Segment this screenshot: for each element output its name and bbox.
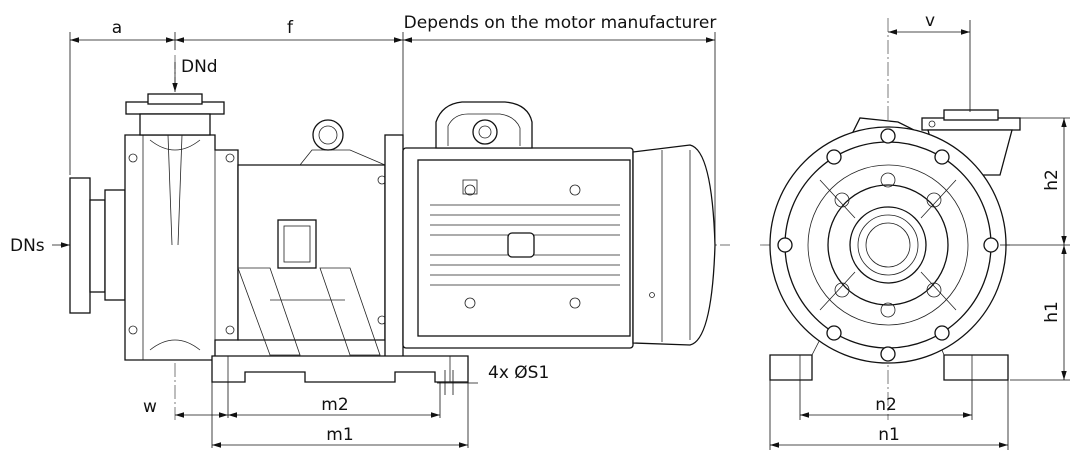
dim-label-m2: m2	[321, 395, 348, 415]
flange-holes	[834, 172, 942, 318]
terminal-box	[435, 101, 533, 149]
discharge-flange	[125, 93, 225, 246]
dim-label-holes: 4x ØS1	[488, 363, 549, 383]
dim-label-n2: n2	[875, 395, 897, 415]
dim-label-v: v	[925, 11, 935, 31]
motor-body	[402, 144, 716, 349]
dim-label-dnd: DNd	[181, 57, 218, 77]
motor-flange	[384, 134, 404, 358]
front-feet	[769, 319, 1009, 381]
bearing-bracket	[237, 119, 387, 356]
outer-bolts	[777, 128, 999, 362]
motor-length-note: Depends on the motor manufacturer	[404, 13, 717, 33]
dim-label-a: a	[112, 18, 122, 38]
front-view: v h2 h1 n2 n1	[760, 11, 1070, 450]
dim-label-dns: DNs	[10, 236, 45, 256]
dim-label-w: w	[143, 397, 157, 417]
dim-label-f: f	[287, 18, 294, 38]
suction-flange	[69, 177, 126, 314]
dim-label-h1: h1	[1042, 301, 1062, 323]
front-casing	[769, 126, 1007, 364]
dim-label-h2: h2	[1042, 169, 1062, 191]
side-view: a f Depends on the motor manufacturer DN…	[10, 13, 730, 448]
dim-label-m1: m1	[326, 425, 353, 445]
dim-label-n1: n1	[878, 425, 900, 445]
pump-casing	[124, 134, 239, 361]
base-plate	[211, 355, 469, 383]
